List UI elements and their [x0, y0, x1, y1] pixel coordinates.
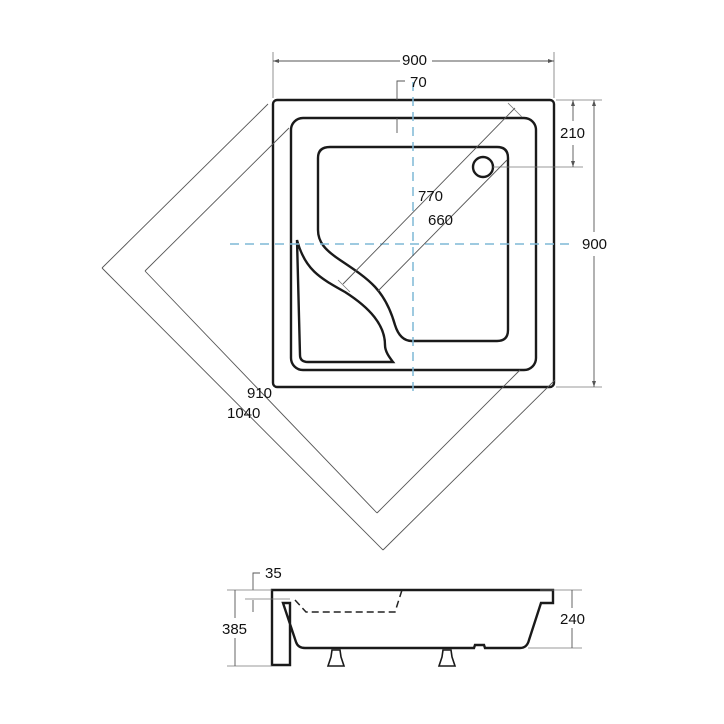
label-corner-1040: 1040: [227, 405, 261, 422]
dim-width-top: [272, 52, 555, 98]
dim-corner-diagonals: [101, 103, 556, 551]
label-rim-offset-70: 70: [410, 74, 427, 91]
side-view: [270, 588, 555, 667]
dim-diagonals: [337, 102, 523, 293]
tray-seat: [295, 239, 396, 364]
label-diagonal-660: 660: [428, 212, 454, 229]
dim-right: [493, 99, 602, 388]
foot-left: [326, 649, 346, 667]
label-drain-offset-210: 210: [560, 125, 586, 142]
tray-basin: [316, 145, 510, 343]
label-rim-thickness-35: 35: [265, 565, 282, 582]
top-view: [230, 82, 570, 395]
tray-side-profile: [270, 588, 555, 667]
label-corner-910: 910: [247, 385, 273, 402]
label-depth-900: 900: [582, 236, 608, 253]
seat-hidden-outline: [294, 589, 403, 613]
side-dimensions: [227, 572, 582, 667]
label-total-height-385: 385: [222, 621, 248, 638]
label-width-900: 900: [402, 52, 428, 69]
drain-icon: [471, 155, 495, 179]
label-diagonal-770: 770: [418, 188, 444, 205]
foot-right: [437, 649, 457, 667]
dim-rim-offset: [396, 80, 405, 133]
label-basin-depth-240: 240: [560, 611, 586, 628]
